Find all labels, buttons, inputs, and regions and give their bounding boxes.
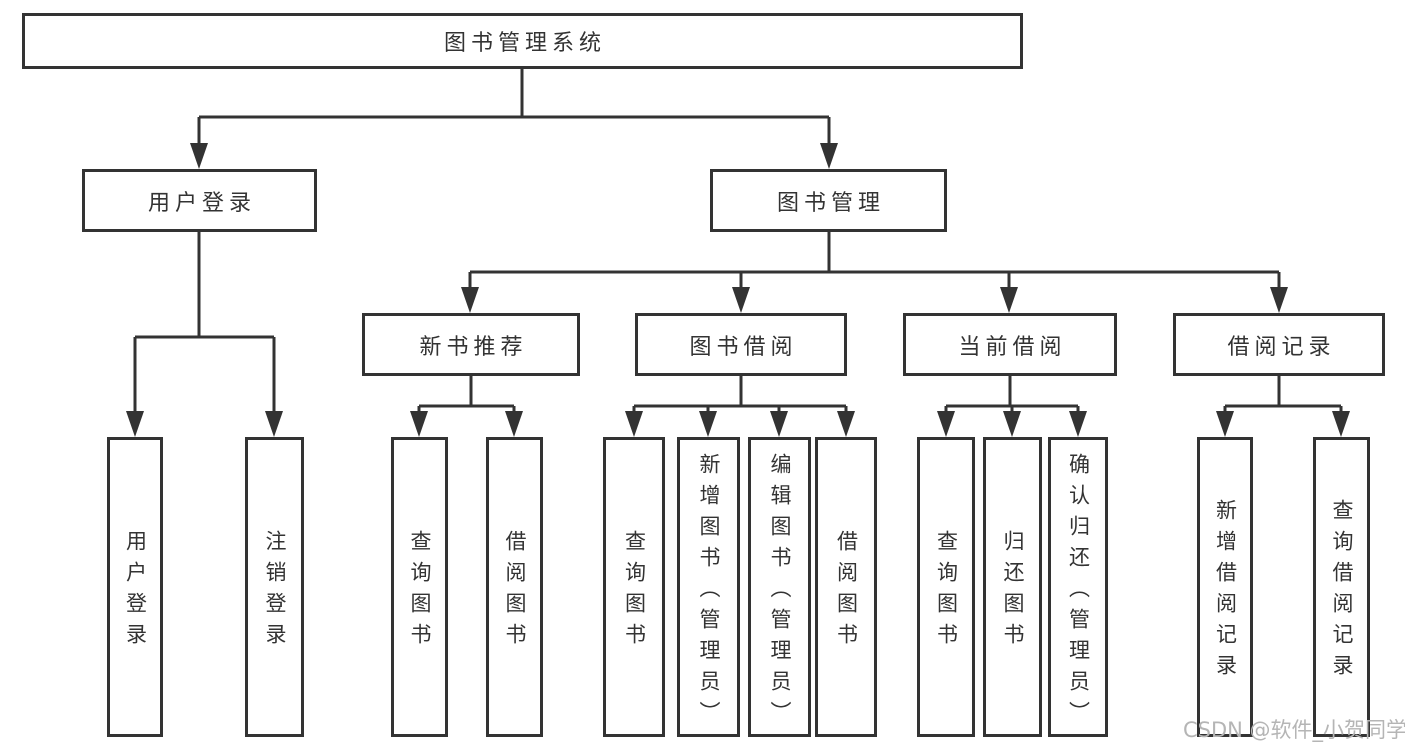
node-leaf-query-borrow-record: 查询借阅记录 bbox=[1313, 437, 1370, 737]
node-borrow-records: 借阅记录 bbox=[1173, 313, 1385, 376]
connector-book-borrow-split bbox=[632, 376, 848, 416]
node-library-management-system: 图书管理系统 bbox=[22, 13, 1023, 69]
node-label: 借阅图书 bbox=[834, 530, 859, 654]
node-leaf-confirm-return-admin: 确认归还（管理员） bbox=[1048, 437, 1108, 737]
node-label: 查询图书 bbox=[408, 530, 432, 654]
node-leaf-edit-books-admin: 编辑图书（管理员） bbox=[748, 437, 811, 737]
node-leaf-query-books-2: 查询图书 bbox=[603, 437, 665, 737]
node-user-login: 用户登录 bbox=[82, 169, 317, 232]
connector-borrow-records-split bbox=[1223, 376, 1343, 416]
node-leaf-borrow-books-1: 借阅图书 bbox=[486, 437, 543, 737]
node-label: 图书管理系统 bbox=[443, 31, 606, 56]
node-leaf-user-login: 用户登录 bbox=[107, 437, 163, 737]
node-label: 图书借阅 bbox=[689, 334, 798, 360]
arrowheads bbox=[126, 143, 1350, 437]
node-new-book-recommend: 新书推荐 bbox=[362, 313, 580, 376]
connector-current-borrow-split bbox=[944, 376, 1080, 416]
node-label: 查询图书 bbox=[622, 530, 647, 654]
node-label: 注销登录 bbox=[263, 530, 287, 654]
node-label: 新增借阅记录 bbox=[1213, 499, 1238, 685]
node-leaf-query-books-1: 查询图书 bbox=[391, 437, 448, 737]
node-label: 查询图书 bbox=[934, 530, 959, 654]
csdn-watermark: CSDN @软件_小贺同学 bbox=[1183, 718, 1405, 742]
node-label: 新书推荐 bbox=[419, 334, 528, 360]
node-label: 图书管理 bbox=[776, 190, 885, 216]
node-leaf-query-books-3: 查询图书 bbox=[917, 437, 975, 737]
connector-book-mgmt-split bbox=[468, 232, 1281, 292]
node-label: 用户登录 bbox=[147, 190, 256, 216]
node-label: 当前借阅 bbox=[958, 334, 1067, 360]
node-leaf-borrow-books-2: 借阅图书 bbox=[815, 437, 877, 737]
node-label: 确认归还（管理员） bbox=[1066, 452, 1091, 732]
node-label: 查询借阅记录 bbox=[1330, 499, 1354, 685]
node-label: 借阅记录 bbox=[1227, 334, 1336, 360]
node-leaf-add-books-admin: 新增图书（管理员） bbox=[677, 437, 740, 737]
node-label: 用户登录 bbox=[123, 530, 148, 654]
node-label: 新增图书（管理员） bbox=[697, 452, 721, 732]
node-current-borrow: 当前借阅 bbox=[903, 313, 1117, 376]
node-leaf-add-borrow-record: 新增借阅记录 bbox=[1197, 437, 1253, 737]
node-leaf-logout: 注销登录 bbox=[245, 437, 304, 737]
node-book-borrow: 图书借阅 bbox=[635, 313, 847, 376]
node-label: 归还图书 bbox=[1001, 530, 1025, 654]
connector-new-book-split bbox=[417, 376, 516, 416]
connector-root-split bbox=[197, 69, 831, 146]
node-label: 借阅图书 bbox=[503, 530, 527, 654]
node-leaf-return-books: 归还图书 bbox=[983, 437, 1042, 737]
connector-user-login-split bbox=[133, 232, 276, 416]
node-book-management: 图书管理 bbox=[710, 169, 947, 232]
node-label: 编辑图书（管理员） bbox=[768, 452, 792, 732]
